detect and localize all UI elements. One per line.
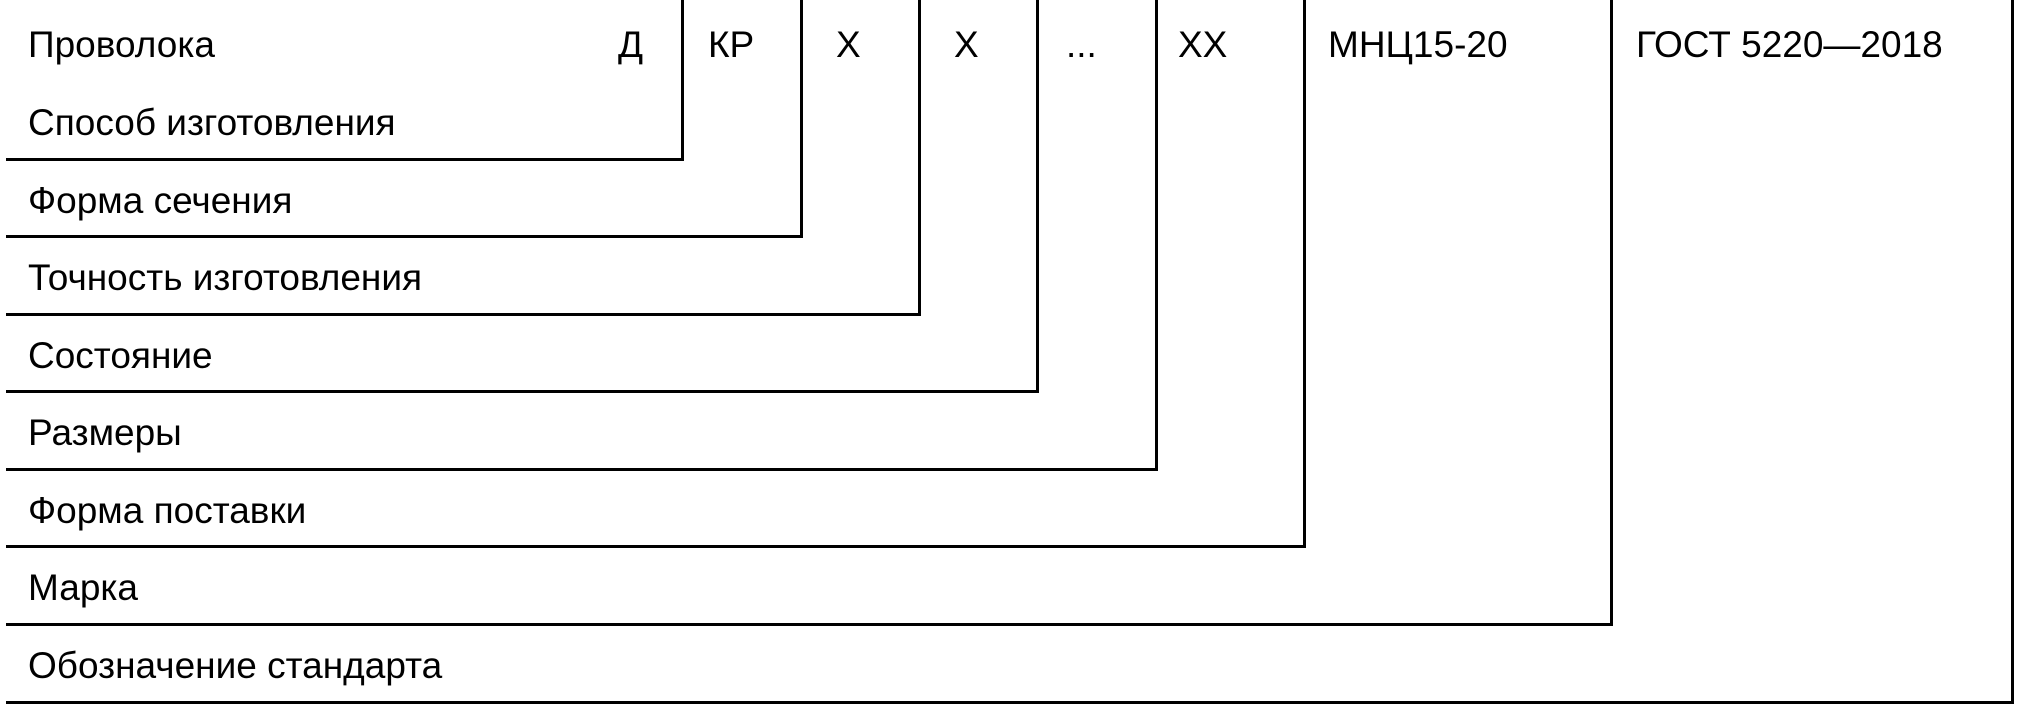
row-label-sizes: Размеры [28, 412, 182, 453]
row-divider-grade [6, 623, 1613, 626]
row-label-grade: Марка [28, 567, 138, 608]
code-standard: ГОСТ 5220—2018 [1636, 24, 1943, 65]
code-kr: КР [708, 24, 755, 65]
row-divider-accuracy [6, 313, 921, 316]
connector-vertical-section [800, 0, 803, 238]
connector-vertical-standard [2011, 0, 2014, 704]
row-divider-section [6, 235, 803, 238]
connector-vertical-supply [1303, 0, 1306, 548]
row-divider-state [6, 390, 1039, 393]
row-divider-sizes [6, 468, 1158, 471]
code-dots-sizes: ... [1066, 24, 1097, 65]
connector-vertical-grade [1610, 0, 1613, 626]
row-divider-supply [6, 545, 1306, 548]
row-label-state: Состояние [28, 335, 213, 376]
code-x-accuracy: Х [836, 24, 861, 65]
row-label-accuracy: Точность изготовления [28, 257, 423, 298]
row-label-standard: Обозначение стандарта [28, 645, 443, 686]
code-xx-supply: ХХ [1178, 24, 1228, 65]
code-d: Д [618, 24, 644, 65]
row-divider-method [6, 158, 684, 161]
row-label-supply: Форма поставки [28, 490, 307, 531]
connector-vertical-accuracy [918, 0, 921, 316]
code-grade: МНЦ15-20 [1328, 24, 1508, 65]
code-x-state: Х [954, 24, 979, 65]
connector-vertical-state [1036, 0, 1039, 393]
row-label-method: Способ изготовления [28, 102, 396, 143]
row-divider-standard [6, 701, 2014, 704]
connector-vertical-sizes [1155, 0, 1158, 471]
row-label-section: Форма сечения [28, 180, 293, 221]
product-word: Проволока [28, 24, 215, 65]
connector-vertical-method [681, 0, 684, 161]
